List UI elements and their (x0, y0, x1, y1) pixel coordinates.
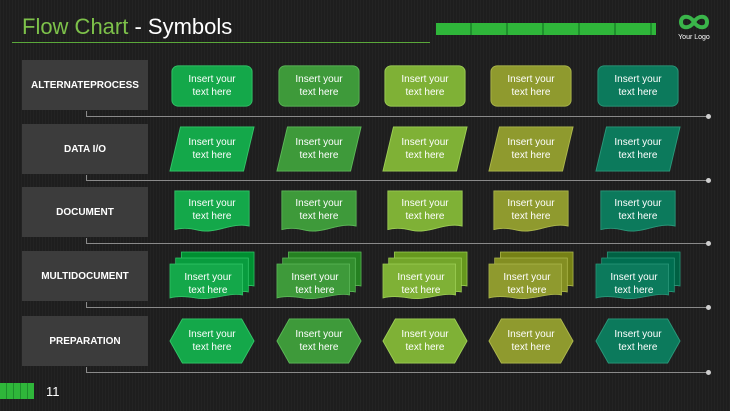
row-label-line2: PROCESS (90, 79, 139, 91)
row-label-line2: DOCUMENT (71, 270, 129, 282)
header-accent-bar (436, 23, 656, 35)
row-connector-dot (706, 241, 711, 246)
row-connector-line (86, 116, 708, 117)
row-connector-tick (86, 175, 87, 180)
row-connector-line (86, 243, 708, 244)
row-connector-tick (86, 302, 87, 307)
row-label: DOCUMENT (22, 187, 148, 237)
row-connector-dot (706, 370, 711, 375)
logo: Your Logo (668, 12, 720, 41)
title-part2: - Symbols (128, 14, 233, 39)
slide-title: Flow Chart - Symbols (22, 14, 232, 40)
row-label-line1: PREPARATION (49, 335, 121, 347)
infinity-icon (678, 14, 710, 30)
logo-text: Your Logo (678, 34, 710, 41)
row-connector-dot (706, 178, 711, 183)
row-label-line1: DOCUMENT (56, 206, 114, 218)
row-connector-line (86, 307, 708, 308)
row-connector-tick (86, 238, 87, 243)
row-label: DATA I/O (22, 124, 148, 174)
row-connector-tick (86, 111, 87, 116)
row-label-line1: DATA I/O (63, 143, 107, 155)
row-label-line1: ALTERNATE (31, 79, 91, 91)
row-connector-dot (706, 305, 711, 310)
title-underline (12, 42, 430, 43)
footer-accent-bar (0, 383, 34, 399)
title-part1: Flow Chart (22, 14, 129, 39)
row-connector-line (86, 372, 708, 373)
row-connector-tick (86, 367, 87, 372)
row-label: PREPARATION (22, 316, 148, 366)
row-label-line1: MULTI (41, 270, 72, 282)
page-number: 11 (46, 384, 60, 399)
row-connector-line (86, 180, 708, 181)
row-connector-dot (706, 114, 711, 119)
